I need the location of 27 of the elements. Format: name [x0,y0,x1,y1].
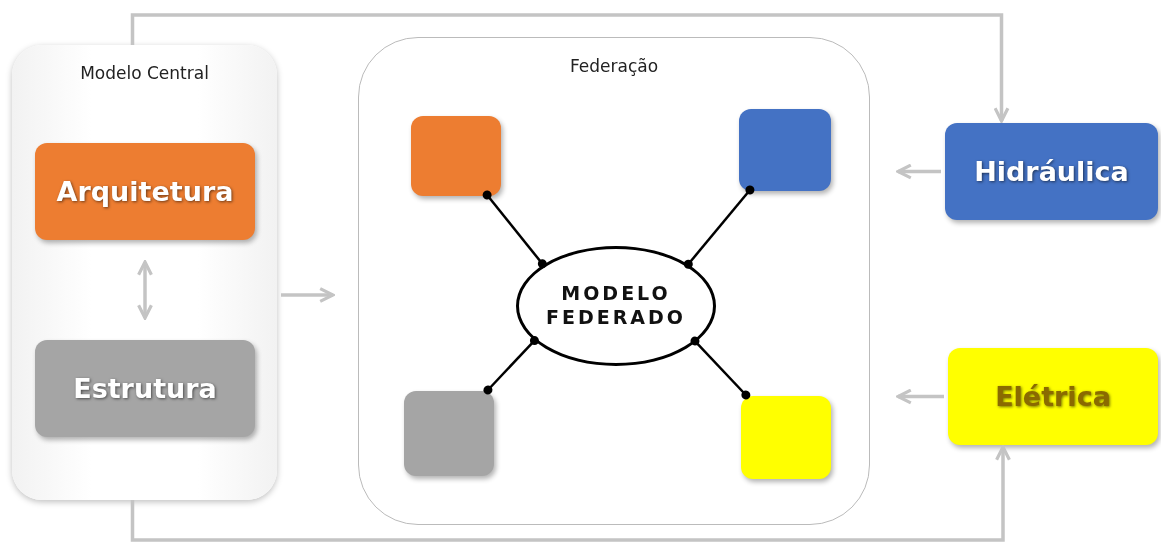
connector-line [482,190,547,269]
box-label: Estrutura [73,373,217,404]
process-box [35,143,255,240]
process-box [35,340,255,437]
box-label: MODELO FEDERADO [545,282,687,330]
group-panel [358,37,870,525]
process-box [948,348,1158,445]
group-panel [12,45,277,500]
arrow [896,163,941,180]
arrow [137,260,153,320]
arrow [130,13,1010,123]
color-square [411,116,501,196]
color-square [739,109,831,191]
connector-line [483,336,539,395]
box-label: Elétrica [995,381,1111,412]
color-square [404,391,494,476]
connector-line [690,336,751,400]
arrow [130,445,1011,542]
box-label: Arquitetura [56,176,234,207]
arrow [281,287,335,303]
color-square [741,396,831,479]
arrow [896,388,944,405]
connector-line [683,185,755,269]
panel-title: Modelo Central [79,63,210,83]
panel-title: Federação [568,56,660,76]
box-label: Hidráulica [974,156,1129,187]
process-box [945,123,1158,220]
